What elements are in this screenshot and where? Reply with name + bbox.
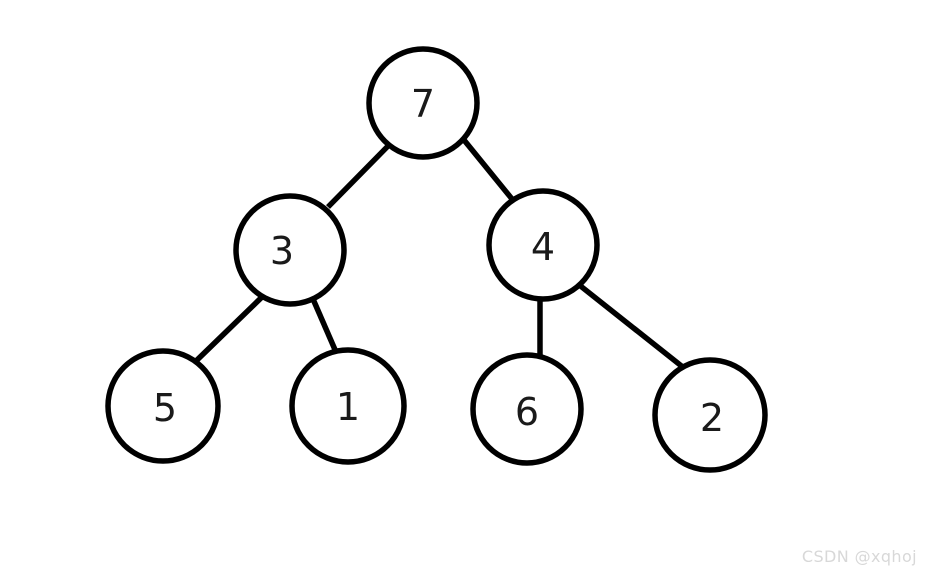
tree-node-2[interactable]: 2 <box>652 357 768 473</box>
tree-node-3[interactable]: 3 <box>233 193 347 307</box>
node-label-4: 4 <box>531 225 555 269</box>
node-label-3: 3 <box>270 229 294 273</box>
tree-node-4[interactable]: 4 <box>486 188 600 302</box>
edge-3-1 <box>310 297 339 354</box>
node-label-5: 5 <box>153 386 177 430</box>
node-label-6: 6 <box>515 390 539 434</box>
edge-3-5 <box>194 295 264 363</box>
tree-node-7[interactable]: 7 <box>366 46 480 160</box>
node-circle-4[interactable] <box>486 188 600 302</box>
tree-node-1[interactable]: 1 <box>289 347 407 465</box>
tree-node-5[interactable]: 5 <box>105 348 221 464</box>
nodes-group: 7 3 4 5 1 6 <box>105 46 768 473</box>
node-circle-7[interactable] <box>366 46 480 160</box>
node-circle-2[interactable] <box>652 357 768 473</box>
watermark-text: CSDN @xqhoj <box>801 547 917 566</box>
edges-group <box>194 138 686 371</box>
node-label-2: 2 <box>700 396 724 440</box>
edge-7-4 <box>461 138 515 201</box>
edge-4-2 <box>576 281 686 371</box>
node-circle-6[interactable] <box>470 352 584 466</box>
node-circle-5[interactable] <box>105 348 221 464</box>
node-label-1: 1 <box>336 385 360 429</box>
node-circle-3[interactable] <box>233 193 347 307</box>
node-circle-1[interactable] <box>289 347 407 465</box>
edge-7-3 <box>326 143 391 209</box>
node-label-7: 7 <box>411 82 435 126</box>
tree-node-6[interactable]: 6 <box>470 352 584 466</box>
